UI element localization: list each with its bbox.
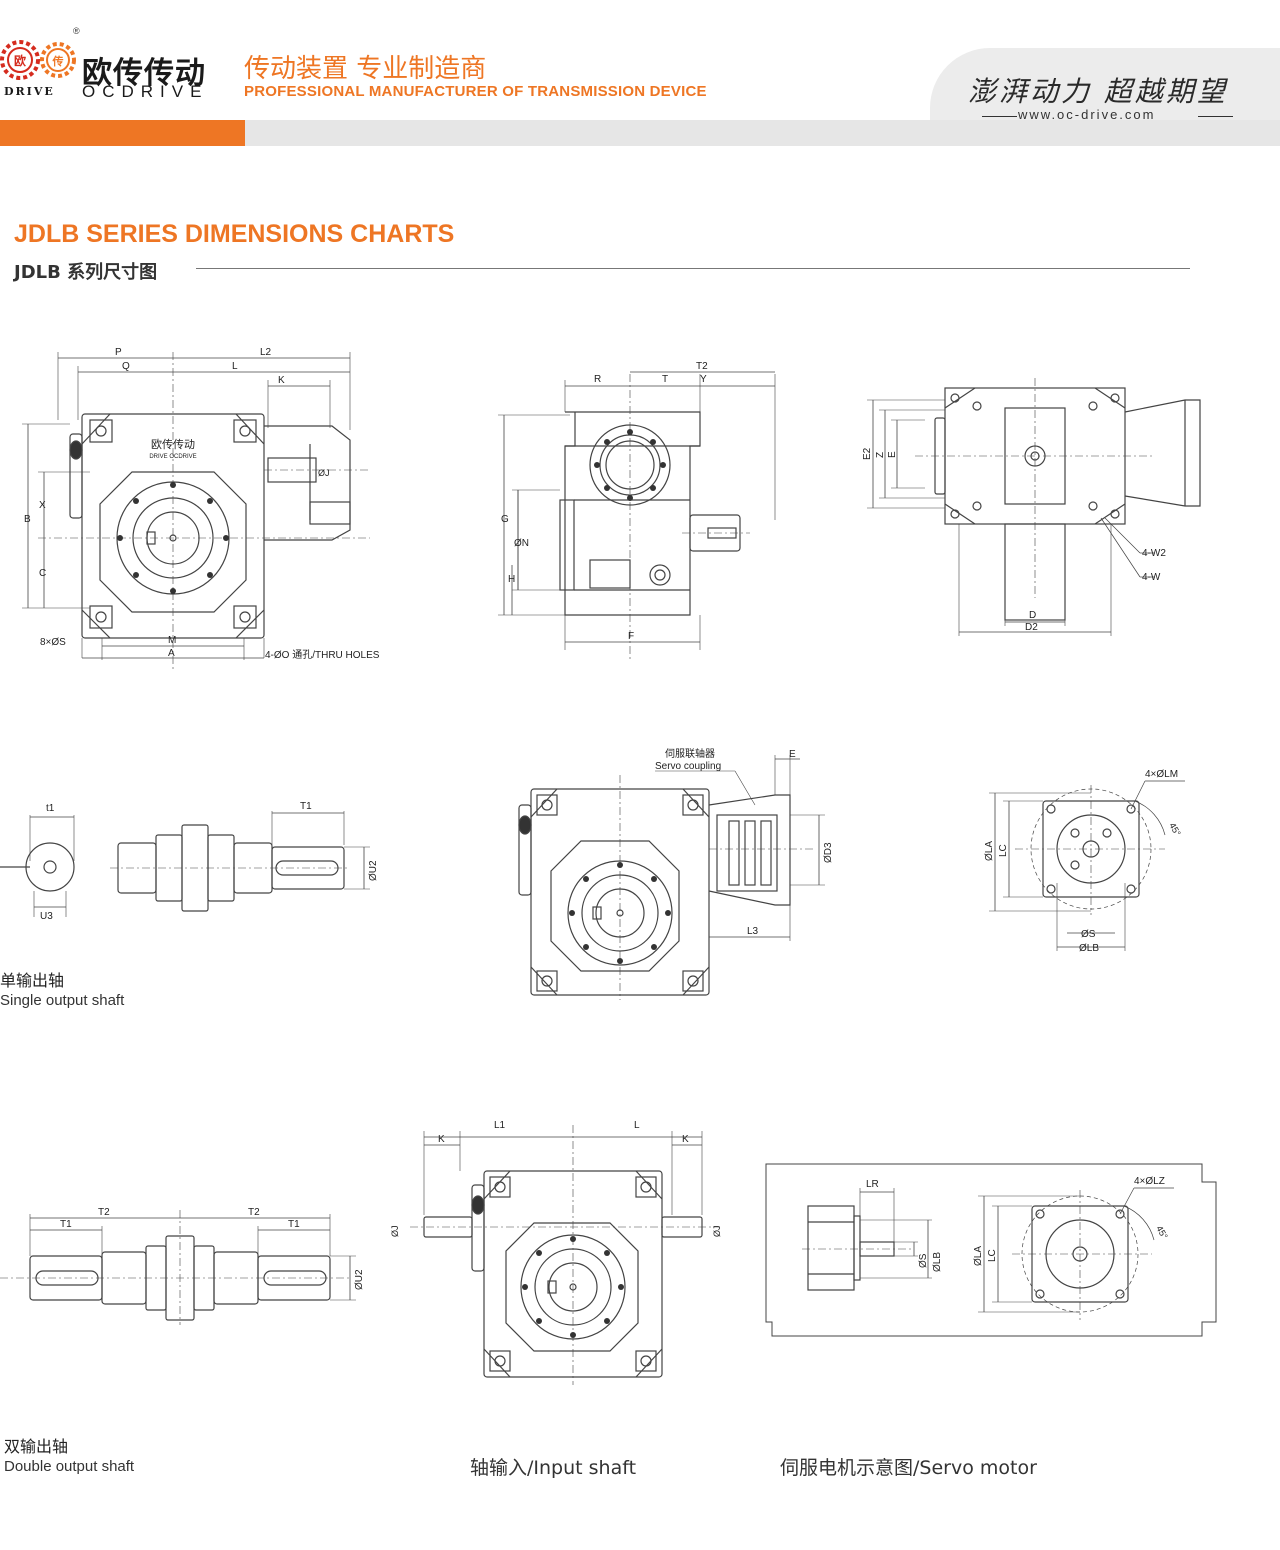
dim-T2: T2	[696, 361, 708, 372]
dim-U2: ØU2	[368, 860, 379, 881]
dim-E-coupling: E	[789, 749, 796, 760]
coupling-label-en: Servo coupling	[655, 761, 721, 772]
front-plate-en: DRIVE OCDRIVE	[149, 454, 196, 460]
page-header: 欧 传 ® DRIVE 欧传传动 OCDRIVE 传动装置 专业制造商 PROF…	[0, 0, 1280, 150]
side-view-drawing: R T T2 Y G ØN H F	[498, 361, 776, 660]
registered-mark: ®	[73, 26, 80, 36]
logo-char-left: 欧	[14, 53, 26, 68]
flange-drawing: 4×ØLM 45° ØLA LC ØS ØLB	[984, 769, 1185, 954]
dim-T1-right: T1	[288, 1219, 300, 1230]
header-grey-bar	[245, 120, 1280, 146]
dim-K-left: K	[438, 1134, 445, 1145]
section-title-rule	[196, 268, 1190, 269]
dim-LB-servo: ØLB	[932, 1252, 943, 1272]
input-shaft-drawing: K L1 L K ØJ ØJ	[390, 1120, 722, 1385]
brand-name-en: OCDRIVE	[82, 82, 209, 101]
double-shaft-caption-cn: 双输出轴	[4, 1437, 69, 1456]
single-shaft-drawing: t1 T1 U3 ØU2	[0, 801, 379, 922]
dim-S-servo: ØS	[918, 1253, 929, 1268]
dim-G: G	[501, 514, 509, 525]
dim-D2: D2	[1025, 622, 1038, 633]
dim-J: ØJ	[318, 468, 330, 478]
dim-E2: E2	[862, 447, 873, 460]
dim-E: E	[887, 451, 898, 458]
logo-char-right: 传	[52, 54, 64, 68]
dim-H: H	[508, 574, 515, 585]
dim-LZ: 4×ØLZ	[1134, 1176, 1165, 1187]
dim-D3: ØD3	[823, 842, 834, 863]
dim-J-right: ØJ	[712, 1225, 722, 1237]
dim-LC: LC	[998, 844, 1009, 857]
dim-Q: Q	[122, 361, 130, 372]
dim-LA: ØLA	[984, 841, 995, 861]
dim-T1: T1	[300, 801, 312, 812]
brand-logo: 欧 传	[0, 40, 76, 80]
dim-A: A	[168, 648, 175, 659]
dim-L3: L3	[747, 926, 759, 937]
dim-t1: t1	[46, 803, 55, 814]
coupling-label-cn: 伺服联轴器	[665, 747, 715, 760]
dim-LC-servo: LC	[987, 1249, 998, 1262]
dim-M: M	[168, 635, 176, 646]
top-view-drawing: E2 Z E 4-W2 4-W D D2	[862, 378, 1201, 636]
dim-L: L	[232, 361, 238, 372]
dim-T: T	[662, 374, 668, 385]
dim-K-right: K	[682, 1134, 689, 1145]
dim-holes: 4-ØO 通孔/THRU HOLES	[265, 649, 380, 661]
single-shaft-caption-cn: 单输出轴	[0, 971, 65, 990]
dim-U2-double: ØU2	[354, 1269, 365, 1290]
double-shaft-caption-en: Double output shaft	[4, 1458, 135, 1475]
front-view-drawing: 欧传传动 DRIVE OCDRIVE P L2 Q L K B X C ØJ 8…	[22, 347, 380, 670]
servo-coupling-drawing: 伺服联轴器 Servo coupling E ØD3 L3	[518, 747, 834, 1000]
dim-K: K	[278, 375, 285, 386]
dim-S: 8×ØS	[40, 637, 66, 648]
dim-LM: 4×ØLM	[1145, 769, 1178, 780]
tagline-en: PROFESSIONAL MANUFACTURER OF TRANSMISSIO…	[244, 83, 707, 100]
front-plate-cn: 欧传传动	[151, 438, 195, 451]
input-shaft-caption: 轴输入/Input shaft	[470, 1457, 637, 1479]
logo-gear-icon	[0, 40, 76, 80]
dim-B: B	[24, 514, 31, 525]
url-rule-right	[1198, 116, 1233, 117]
dim-R: R	[594, 374, 601, 385]
section-title-en: JDLB SERIES DIMENSIONS CHARTS	[14, 220, 455, 248]
dim-L-input: L	[634, 1120, 640, 1131]
servo-motor-caption: 伺服电机示意图/Servo motor	[780, 1457, 1037, 1479]
flange-angle: 45°	[1167, 821, 1183, 838]
dim-Z: Z	[875, 452, 886, 458]
brand-name-cn: 欧传传动	[82, 56, 206, 91]
dim-F: F	[628, 631, 634, 642]
dim-T2-left: T2	[98, 1207, 110, 1218]
dim-W: 4-W	[1142, 572, 1161, 583]
dim-S-flange: ØS	[1081, 929, 1096, 940]
dim-LR: LR	[866, 1179, 879, 1190]
dim-Y: Y	[700, 374, 707, 385]
tagline-cn: 传动装置 专业制造商	[244, 54, 487, 84]
url-rule-left	[982, 116, 1017, 117]
dim-D: D	[1029, 610, 1036, 621]
dim-L1: L1	[494, 1120, 506, 1131]
dim-LB-flange: ØLB	[1079, 943, 1099, 954]
website-url[interactable]: www.oc-drive.com	[1018, 107, 1156, 122]
dim-T1-left: T1	[60, 1219, 72, 1230]
section-title-cn: JDLB 系列尺寸图	[14, 262, 158, 283]
slogan-cn: 澎湃动力 超越期望	[968, 75, 1228, 108]
servo-angle: 45°	[1154, 1224, 1170, 1241]
dim-X: X	[39, 500, 46, 511]
single-shaft-caption-en: Single output shaft	[0, 992, 125, 1009]
dim-T2-right: T2	[248, 1207, 260, 1218]
dim-W2: 4-W2	[1142, 548, 1166, 559]
dim-L2: L2	[260, 347, 272, 358]
logo-drive-text: DRIVE	[4, 85, 55, 98]
dim-N: ØN	[514, 538, 529, 549]
dim-J-left: ØJ	[390, 1225, 400, 1237]
servo-motor-drawing: LR 4×ØLZ 45° ØS ØLB ØLA LC	[765, 1163, 1217, 1337]
header-orange-bar	[0, 120, 245, 146]
dim-P: P	[115, 347, 122, 358]
dim-U3: U3	[40, 911, 53, 922]
double-shaft-drawing: T2 T2 T1 T1 ØU2	[0, 1207, 365, 1325]
dim-C: C	[39, 568, 46, 579]
dim-LA-servo: ØLA	[973, 1246, 984, 1266]
